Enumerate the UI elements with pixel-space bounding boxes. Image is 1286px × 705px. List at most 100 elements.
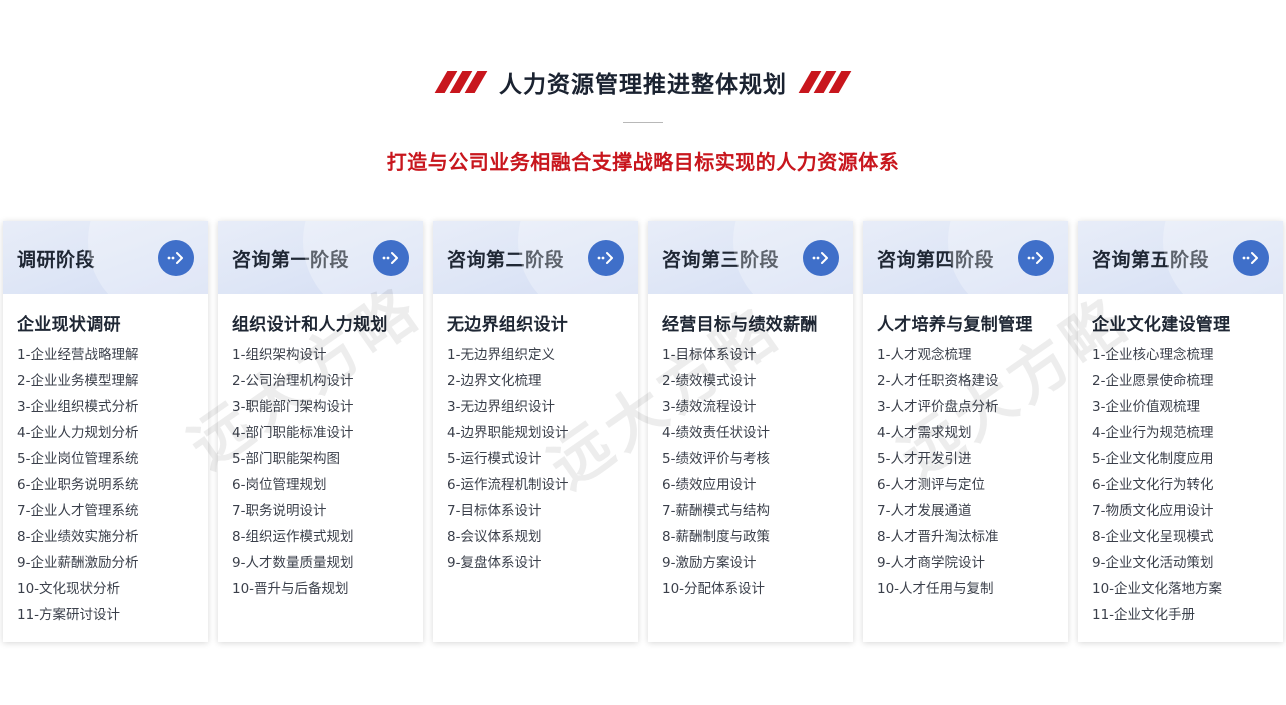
list-item: 8-会议体系规划: [447, 529, 542, 545]
list-item: 1-企业经营战略理解: [17, 347, 139, 363]
list-item: 9-复盘体系设计: [447, 555, 542, 571]
phase-card-header: 咨询第二阶段: [433, 221, 638, 294]
phase-topic-title: 组织设计和人力规划: [232, 315, 388, 335]
list-item: 5-绩效评价与考核: [662, 451, 770, 467]
list-item: 9-人才商学院设计: [877, 555, 985, 571]
list-item: 7-人才发展通道: [877, 503, 972, 519]
list-item: 1-目标体系设计: [662, 347, 757, 363]
right-stripes-decoration: [798, 71, 852, 93]
list-item: 5-运行模式设计: [447, 451, 542, 467]
phase-topic-title: 无边界组织设计: [447, 315, 569, 335]
list-item: 4-企业人力规划分析: [17, 425, 139, 441]
list-item: 11-企业文化手册: [1092, 607, 1196, 623]
list-item: 7-目标体系设计: [447, 503, 542, 519]
page-header: 人力资源管理推进整体规划: [0, 62, 1286, 102]
list-item: 5-人才开发引进: [877, 451, 972, 467]
phase-topic-title: 人才培养与复制管理: [877, 315, 1033, 335]
list-item: 1-人才观念梳理: [877, 347, 972, 363]
chevron-right-icon: [1027, 252, 1043, 264]
list-item: 2-人才任职资格建设: [877, 373, 999, 389]
list-item: 11-方案研讨设计: [17, 607, 121, 623]
phase-card-body: 企业现状调研 1-企业经营战略理解 2-企业业务模型理解 3-企业组织模式分析 4-企业…: [3, 294, 208, 628]
phase-card-body: 无边界组织设计 1-无边界组织定义 2-边界文化梳理 3-无边界组织设计 4-边界职能规…: [433, 294, 638, 576]
phase-card: 咨询第四阶段人才培养与复制管理 1-人才观念梳理 2-人才任职资格建设 3-人才评价盘…: [863, 221, 1068, 642]
list-item: 8-人才晋升淘汰标准: [877, 529, 999, 545]
phase-topic-title: 企业文化建设管理: [1092, 315, 1231, 335]
chevron-right-icon: [597, 252, 613, 264]
list-item: 2-公司治理机构设计: [232, 373, 354, 389]
list-item: 10-晋升与后备规划: [232, 581, 349, 597]
list-item: 10-分配体系设计: [662, 581, 766, 597]
list-item: 6-岗位管理规划: [232, 477, 327, 493]
list-item: 4-边界职能规划设计: [447, 425, 569, 441]
phase-card: 咨询第三阶段经营目标与绩效薪酬 1-目标体系设计 2-绩效模式设计 3-绩效流程设计 4…: [648, 221, 853, 642]
phase-arrow-button[interactable]: [1018, 240, 1054, 276]
chevron-right-icon: [167, 252, 183, 264]
list-item: 4-绩效责任状设计: [662, 425, 770, 441]
list-item: 1-企业核心理念梳理: [1092, 347, 1214, 363]
phase-name: 调研阶段: [17, 249, 96, 271]
list-item: 1-组织架构设计: [232, 347, 327, 363]
list-item: 3-无边界组织设计: [447, 399, 555, 415]
list-item: 10-企业文化落地方案: [1092, 581, 1223, 597]
list-item: 9-企业薪酬激励分析: [17, 555, 139, 571]
phase-topic-title: 经营目标与绩效薪酬: [662, 315, 818, 335]
list-item: 6-人才测评与定位: [877, 477, 985, 493]
list-item: 9-企业文化活动策划: [1092, 555, 1214, 571]
phase-card: 调研阶段企业现状调研 1-企业经营战略理解 2-企业业务模型理解 3-企业组织模式分析…: [3, 221, 208, 642]
chevron-right-icon: [812, 252, 828, 264]
list-item: 5-部门职能架构图: [232, 451, 340, 467]
list-item: 1-无边界组织定义: [447, 347, 555, 363]
list-item: 3-企业组织模式分析: [17, 399, 139, 415]
list-item: 5-企业岗位管理系统: [17, 451, 139, 467]
list-item: 6-运作流程机制设计: [447, 477, 569, 493]
chevron-right-icon: [1242, 252, 1258, 264]
list-item: 8-组织运作模式规划: [232, 529, 354, 545]
phase-arrow-button[interactable]: [373, 240, 409, 276]
phase-name: 咨询第三阶段: [662, 249, 780, 271]
phase-card-header: 咨询第一阶段: [218, 221, 423, 294]
list-item: 4-企业行为规范梳理: [1092, 425, 1214, 441]
list-item: 3-人才评价盘点分析: [877, 399, 999, 415]
phase-card-body: 经营目标与绩效薪酬 1-目标体系设计 2-绩效模式设计 3-绩效流程设计 4-绩效责任状…: [648, 294, 853, 602]
phase-arrow-button[interactable]: [1233, 240, 1269, 276]
list-item: 2-企业愿景使命梳理: [1092, 373, 1214, 389]
page-title: 人力资源管理推进整体规划: [499, 72, 787, 98]
list-item: 10-人才任用与复制: [877, 581, 994, 597]
list-item: 8-薪酬制度与政策: [662, 529, 770, 545]
list-item: 2-边界文化梳理: [447, 373, 542, 389]
phase-topic-title: 企业现状调研: [17, 315, 121, 335]
list-item: 7-薪酬模式与结构: [662, 503, 770, 519]
left-stripes-decoration: [434, 71, 488, 93]
phase-card-header: 咨询第三阶段: [648, 221, 853, 294]
phase-arrow-button[interactable]: [588, 240, 624, 276]
list-item: 7-职务说明设计: [232, 503, 327, 519]
phase-card-body: 组织设计和人力规划 1-组织架构设计 2-公司治理机构设计 3-职能部门架构设计 4-部…: [218, 294, 423, 602]
chevron-right-icon: [382, 252, 398, 264]
list-item: 8-企业文化呈现模式: [1092, 529, 1214, 545]
phase-name: 咨询第二阶段: [447, 249, 565, 271]
phase-card-header: 咨询第五阶段: [1078, 221, 1283, 294]
list-item: 5-企业文化制度应用: [1092, 451, 1214, 467]
list-item: 4-人才需求规划: [877, 425, 972, 441]
list-item: 2-绩效模式设计: [662, 373, 757, 389]
phase-card: 咨询第一阶段组织设计和人力规划 1-组织架构设计 2-公司治理机构设计 3-职能部门架…: [218, 221, 423, 642]
list-item: 6-绩效应用设计: [662, 477, 757, 493]
title-divider: [623, 122, 663, 123]
phase-arrow-button[interactable]: [158, 240, 194, 276]
phase-card-body: 人才培养与复制管理 1-人才观念梳理 2-人才任职资格建设 3-人才评价盘点分析 4-人…: [863, 294, 1068, 602]
phase-name: 咨询第一阶段: [232, 249, 350, 271]
phase-name: 咨询第四阶段: [877, 249, 995, 271]
phase-arrow-button[interactable]: [803, 240, 839, 276]
list-item: 3-绩效流程设计: [662, 399, 757, 415]
phase-card-header: 调研阶段: [3, 221, 208, 294]
list-item: 8-企业绩效实施分析: [17, 529, 139, 545]
list-item: 2-企业业务模型理解: [17, 373, 139, 389]
list-item: 6-企业文化行为转化: [1092, 477, 1214, 493]
list-item: 4-部门职能标准设计: [232, 425, 354, 441]
list-item: 7-物质文化应用设计: [1092, 503, 1214, 519]
list-item: 10-文化现状分析: [17, 581, 121, 597]
list-item: 3-职能部门架构设计: [232, 399, 354, 415]
